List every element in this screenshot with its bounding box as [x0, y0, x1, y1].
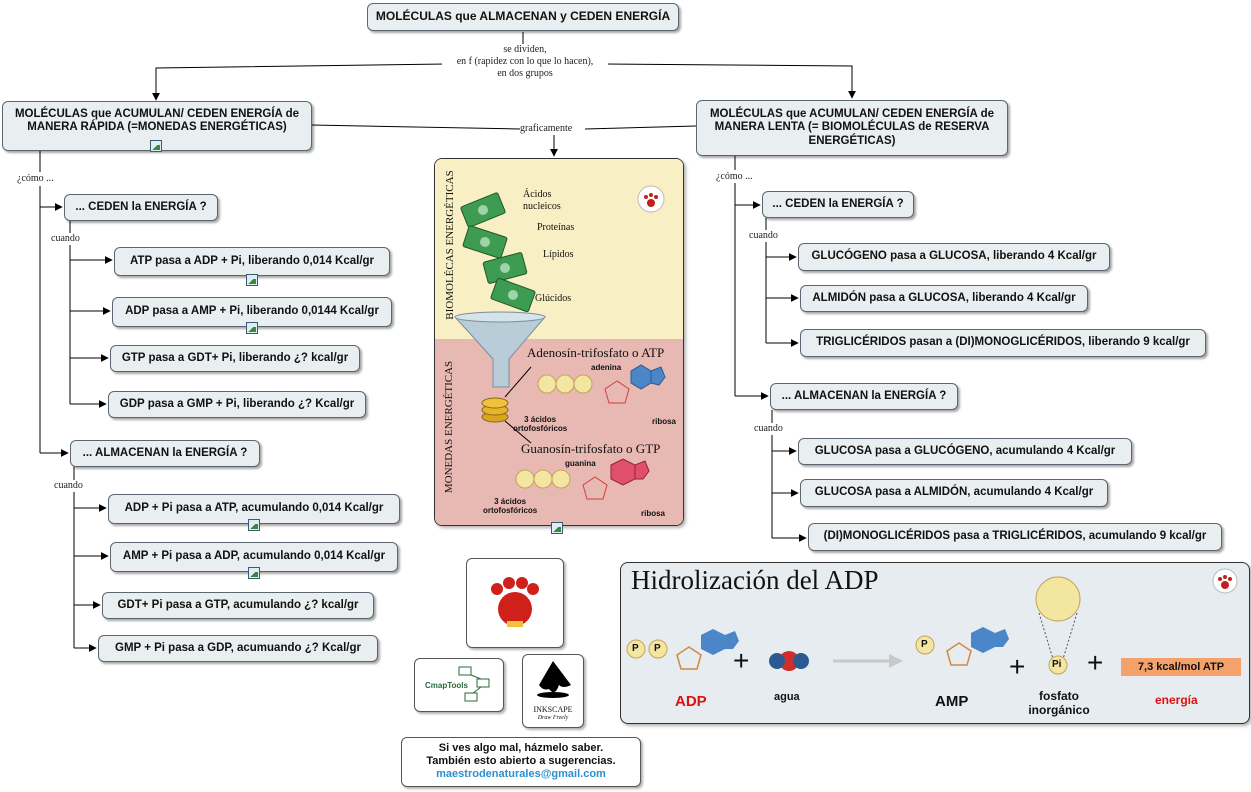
- acidos-line1: 3 ácidos: [524, 415, 557, 424]
- plus-sign-2: +: [1009, 651, 1026, 682]
- acidos-label-atp: 3 ácidos ortofosfóricos: [513, 415, 567, 433]
- acidos-line1: 3 ácidos: [494, 497, 527, 506]
- atp-molecule-icon: [537, 364, 666, 404]
- inkscape-label: INKSCAPE: [533, 705, 573, 714]
- left-ceden-concept[interactable]: ... CEDEN la ENERGÍA ?: [64, 194, 218, 221]
- water-molecule-icon: [769, 651, 809, 671]
- left-ceden-item-3[interactable]: GTP pasa a GDT+ Pi, liberando ¿? kcal/gr: [110, 345, 360, 372]
- ribosa-label-gtp: ribosa: [641, 509, 666, 518]
- adp-molecule-icon: [626, 629, 739, 670]
- right-ceden-concept[interactable]: ... CEDEN la ENERGÍA ?: [762, 191, 914, 218]
- guanina-label: guanina: [565, 459, 596, 468]
- money-bill-icon: [460, 192, 536, 313]
- pi-label: Pi: [1052, 659, 1062, 670]
- contact-line2: También esto abierto a sugerencias.: [426, 755, 616, 768]
- adp-p2-label: P: [654, 643, 661, 654]
- gtp-molecule-icon: [515, 458, 650, 500]
- graficamente-label: graficamente: [520, 123, 573, 135]
- como-label-right: ¿cómo ...: [716, 171, 753, 183]
- cmap-diagram-icon: [458, 666, 490, 702]
- cuando-label-right-2: cuando: [754, 423, 783, 435]
- image-attachment-icon[interactable]: [246, 274, 258, 286]
- tag-acidos-nucleicos: Ácidos nucleicos: [523, 189, 561, 212]
- amp-p-label: P: [921, 639, 928, 650]
- adp-hydrolysis-panel[interactable]: Hidrolización del ADP: [620, 562, 1250, 724]
- cuando-label-left-2: cuando: [54, 480, 83, 492]
- contact-box: Si ves algo mal, házmelo saber. También …: [401, 737, 641, 787]
- acidos-line2: ortofosfóricos: [483, 506, 538, 515]
- fosfato-line1: fosfato: [1039, 689, 1079, 703]
- slow-group-concept[interactable]: MOLÉCULAS que ACUMULAN/ CEDEN ENERGÍA de…: [696, 100, 1008, 156]
- energy-value-badge: 7,3 kcal/mol ATP: [1121, 658, 1241, 676]
- funnel-icon: [453, 311, 547, 388]
- right-almacenan-item-1[interactable]: GLUCOSA pasa a GLUCÓGENO, acumulando 4 K…: [798, 438, 1132, 465]
- paw-logo-icon: [637, 185, 665, 213]
- right-ceden-item-2[interactable]: ALMIDÓN pasa a GLUCOSA, liberando 4 Kcal…: [800, 285, 1088, 312]
- acidos-label-gtp: 3 ácidos ortofosfóricos: [483, 497, 537, 515]
- left-ceden-item-4[interactable]: GDP pasa a GMP + Pi, liberando ¿? Kcal/g…: [108, 391, 366, 418]
- coin-stack-icon: [481, 397, 509, 423]
- contact-line1: Si ves algo mal, házmelo saber.: [438, 742, 604, 754]
- como-label-left: ¿cómo ...: [17, 173, 54, 185]
- amp-label: AMP: [935, 693, 969, 710]
- tag-proteinas: Proteínas: [537, 222, 575, 233]
- cmaptools-label: CmapTools: [425, 681, 468, 690]
- inkscape-sub-label: Draw Freely: [537, 715, 569, 721]
- cmaptools-logo[interactable]: CmapTools: [414, 658, 504, 712]
- plus-sign-3: +: [1087, 647, 1104, 678]
- adp-p1-label: P: [632, 643, 639, 654]
- left-ceden-item-1[interactable]: ATP pasa a ADP + Pi, liberando 0,014 Kca…: [114, 247, 390, 276]
- gtp-title: Guanosín-trifosfato o GTP: [521, 441, 661, 456]
- phosphate-detail-icon: [1035, 576, 1081, 675]
- cuando-label-right-1: cuando: [749, 230, 778, 242]
- image-attachment-icon[interactable]: [150, 140, 162, 152]
- left-almacenan-item-3[interactable]: GDT+ Pi pasa a GTP, acumulando ¿? kcal/g…: [102, 592, 374, 619]
- fosfato-line2: inorgánico: [1028, 703, 1090, 718]
- root-link-line2: en f (rapidez con lo que lo hacen),: [456, 56, 594, 67]
- right-almacenan-item-3[interactable]: (DI)MONOGLICÉRIDOS pasa a TRIGLICÉRIDOS,…: [808, 523, 1222, 551]
- amp-molecule-icon: [915, 627, 1009, 666]
- paw-logo-icon: [491, 577, 539, 627]
- inkscape-icon: [537, 661, 571, 698]
- energia-label: energía: [1155, 693, 1198, 707]
- fosfato-label: fosfato inorgánico: [1021, 689, 1097, 718]
- image-attachment-icon[interactable]: [551, 522, 563, 534]
- ribosa-label-atp: ribosa: [652, 417, 677, 426]
- left-almacenan-concept[interactable]: ... ALMACENAN la ENERGÍA ?: [70, 440, 260, 467]
- root-link-label: se dividen, en f (rapidez con lo que lo …: [442, 44, 608, 80]
- root-link-line1: se dividen,: [503, 44, 547, 55]
- adp-label: ADP: [675, 693, 707, 710]
- image-attachment-icon[interactable]: [248, 519, 260, 531]
- contact-email[interactable]: maestrodenaturales@gmail.com: [436, 768, 606, 781]
- hydrolysis-drawing: [626, 568, 1238, 675]
- hydrolysis-title: Hidrolización del ADP: [631, 565, 879, 595]
- energy-molecules-illustration[interactable]: BIOMOLÉCAS ENERGÉTICAS MONEDAS ENERGÉTIC…: [434, 158, 684, 526]
- root-concept[interactable]: MOLÉCULAS que ALMACENAN y CEDEN ENERGÍA: [367, 3, 679, 31]
- right-ceden-item-1[interactable]: GLUCÓGENO pasa a GLUCOSA, liberando 4 Kc…: [798, 243, 1110, 271]
- cuando-label-left-1: cuando: [51, 233, 80, 245]
- paw-logo-icon: [1212, 568, 1238, 594]
- right-ceden-item-3[interactable]: TRIGLICÉRIDOS pasan a (DI)MONOGLICÉRIDOS…: [800, 329, 1206, 357]
- adenina-label: adenina: [591, 363, 622, 372]
- reaction-arrow-icon: [833, 654, 903, 668]
- plus-sign-1: +: [733, 645, 750, 676]
- maestro-naturales-logo[interactable]: [466, 558, 564, 648]
- right-almacenan-concept[interactable]: ... ALMACENAN la ENERGÍA ?: [770, 383, 958, 410]
- atp-title: Adenosín-trifosfato o ATP: [527, 345, 665, 360]
- tag-glucidos: Glúcidos: [535, 293, 572, 304]
- left-almacenan-item-4[interactable]: GMP + Pi pasa a GDP, acumuando ¿? Kcal/g…: [98, 635, 378, 662]
- inkscape-logo[interactable]: INKSCAPE Draw Freely: [522, 654, 584, 728]
- panel-drawing: [453, 185, 666, 500]
- agua-label: agua: [774, 691, 800, 703]
- tag-lipidos: Lípidos: [543, 249, 574, 260]
- root-link-line3: en dos grupos: [497, 68, 553, 79]
- image-attachment-icon[interactable]: [246, 322, 258, 334]
- image-attachment-icon[interactable]: [248, 567, 260, 579]
- right-almacenan-item-2[interactable]: GLUCOSA pasa a ALMIDÓN, acumulando 4 Kca…: [800, 479, 1108, 507]
- acidos-line2: ortofosfóricos: [513, 424, 568, 433]
